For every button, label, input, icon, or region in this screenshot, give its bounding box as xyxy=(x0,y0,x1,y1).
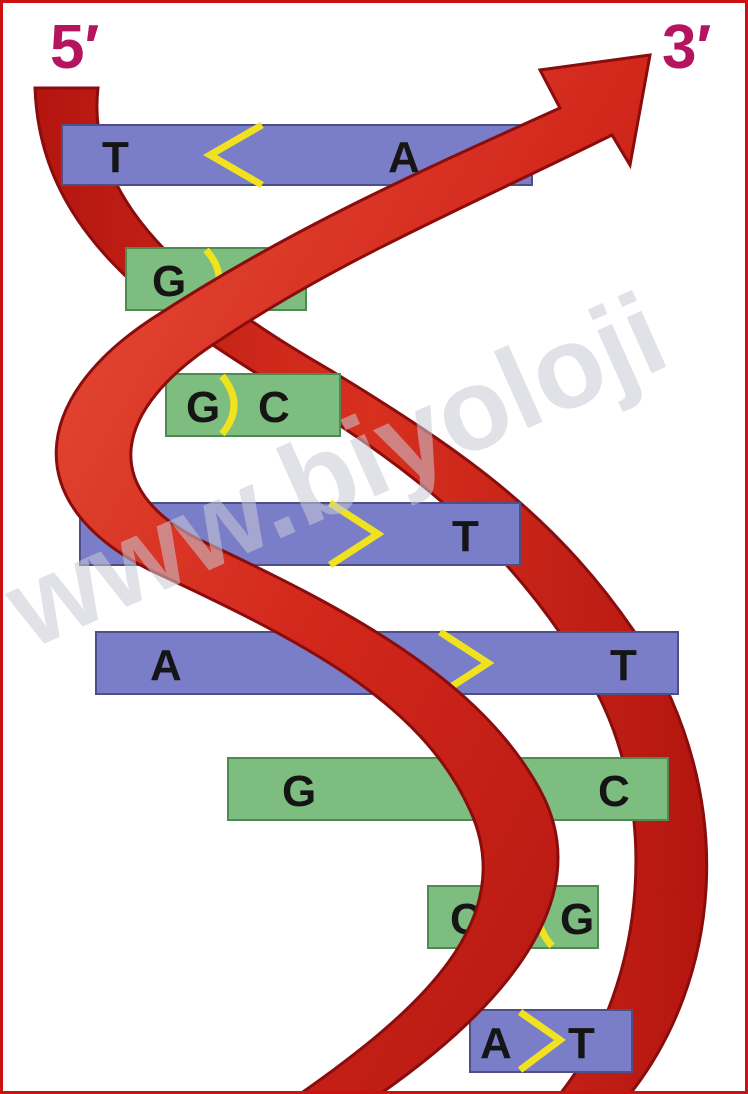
pair-5-left-base: A xyxy=(150,641,182,690)
pair-8-right-base: T xyxy=(568,1019,595,1068)
pair-5-right-base: T xyxy=(610,641,637,690)
pair-3-left-base: G xyxy=(186,383,220,432)
pair-1-left-base: T xyxy=(102,133,129,182)
pair-4-right-base: T xyxy=(452,512,479,561)
pair-6-right-base: C xyxy=(598,767,630,816)
five-prime-label: 5′ xyxy=(50,13,99,82)
pair-8-left-base: A xyxy=(480,1019,512,1068)
three-prime-label: 3′ xyxy=(662,13,711,82)
pair-6-left-base: G xyxy=(282,767,316,816)
pair-7-right-base: G xyxy=(560,895,594,944)
